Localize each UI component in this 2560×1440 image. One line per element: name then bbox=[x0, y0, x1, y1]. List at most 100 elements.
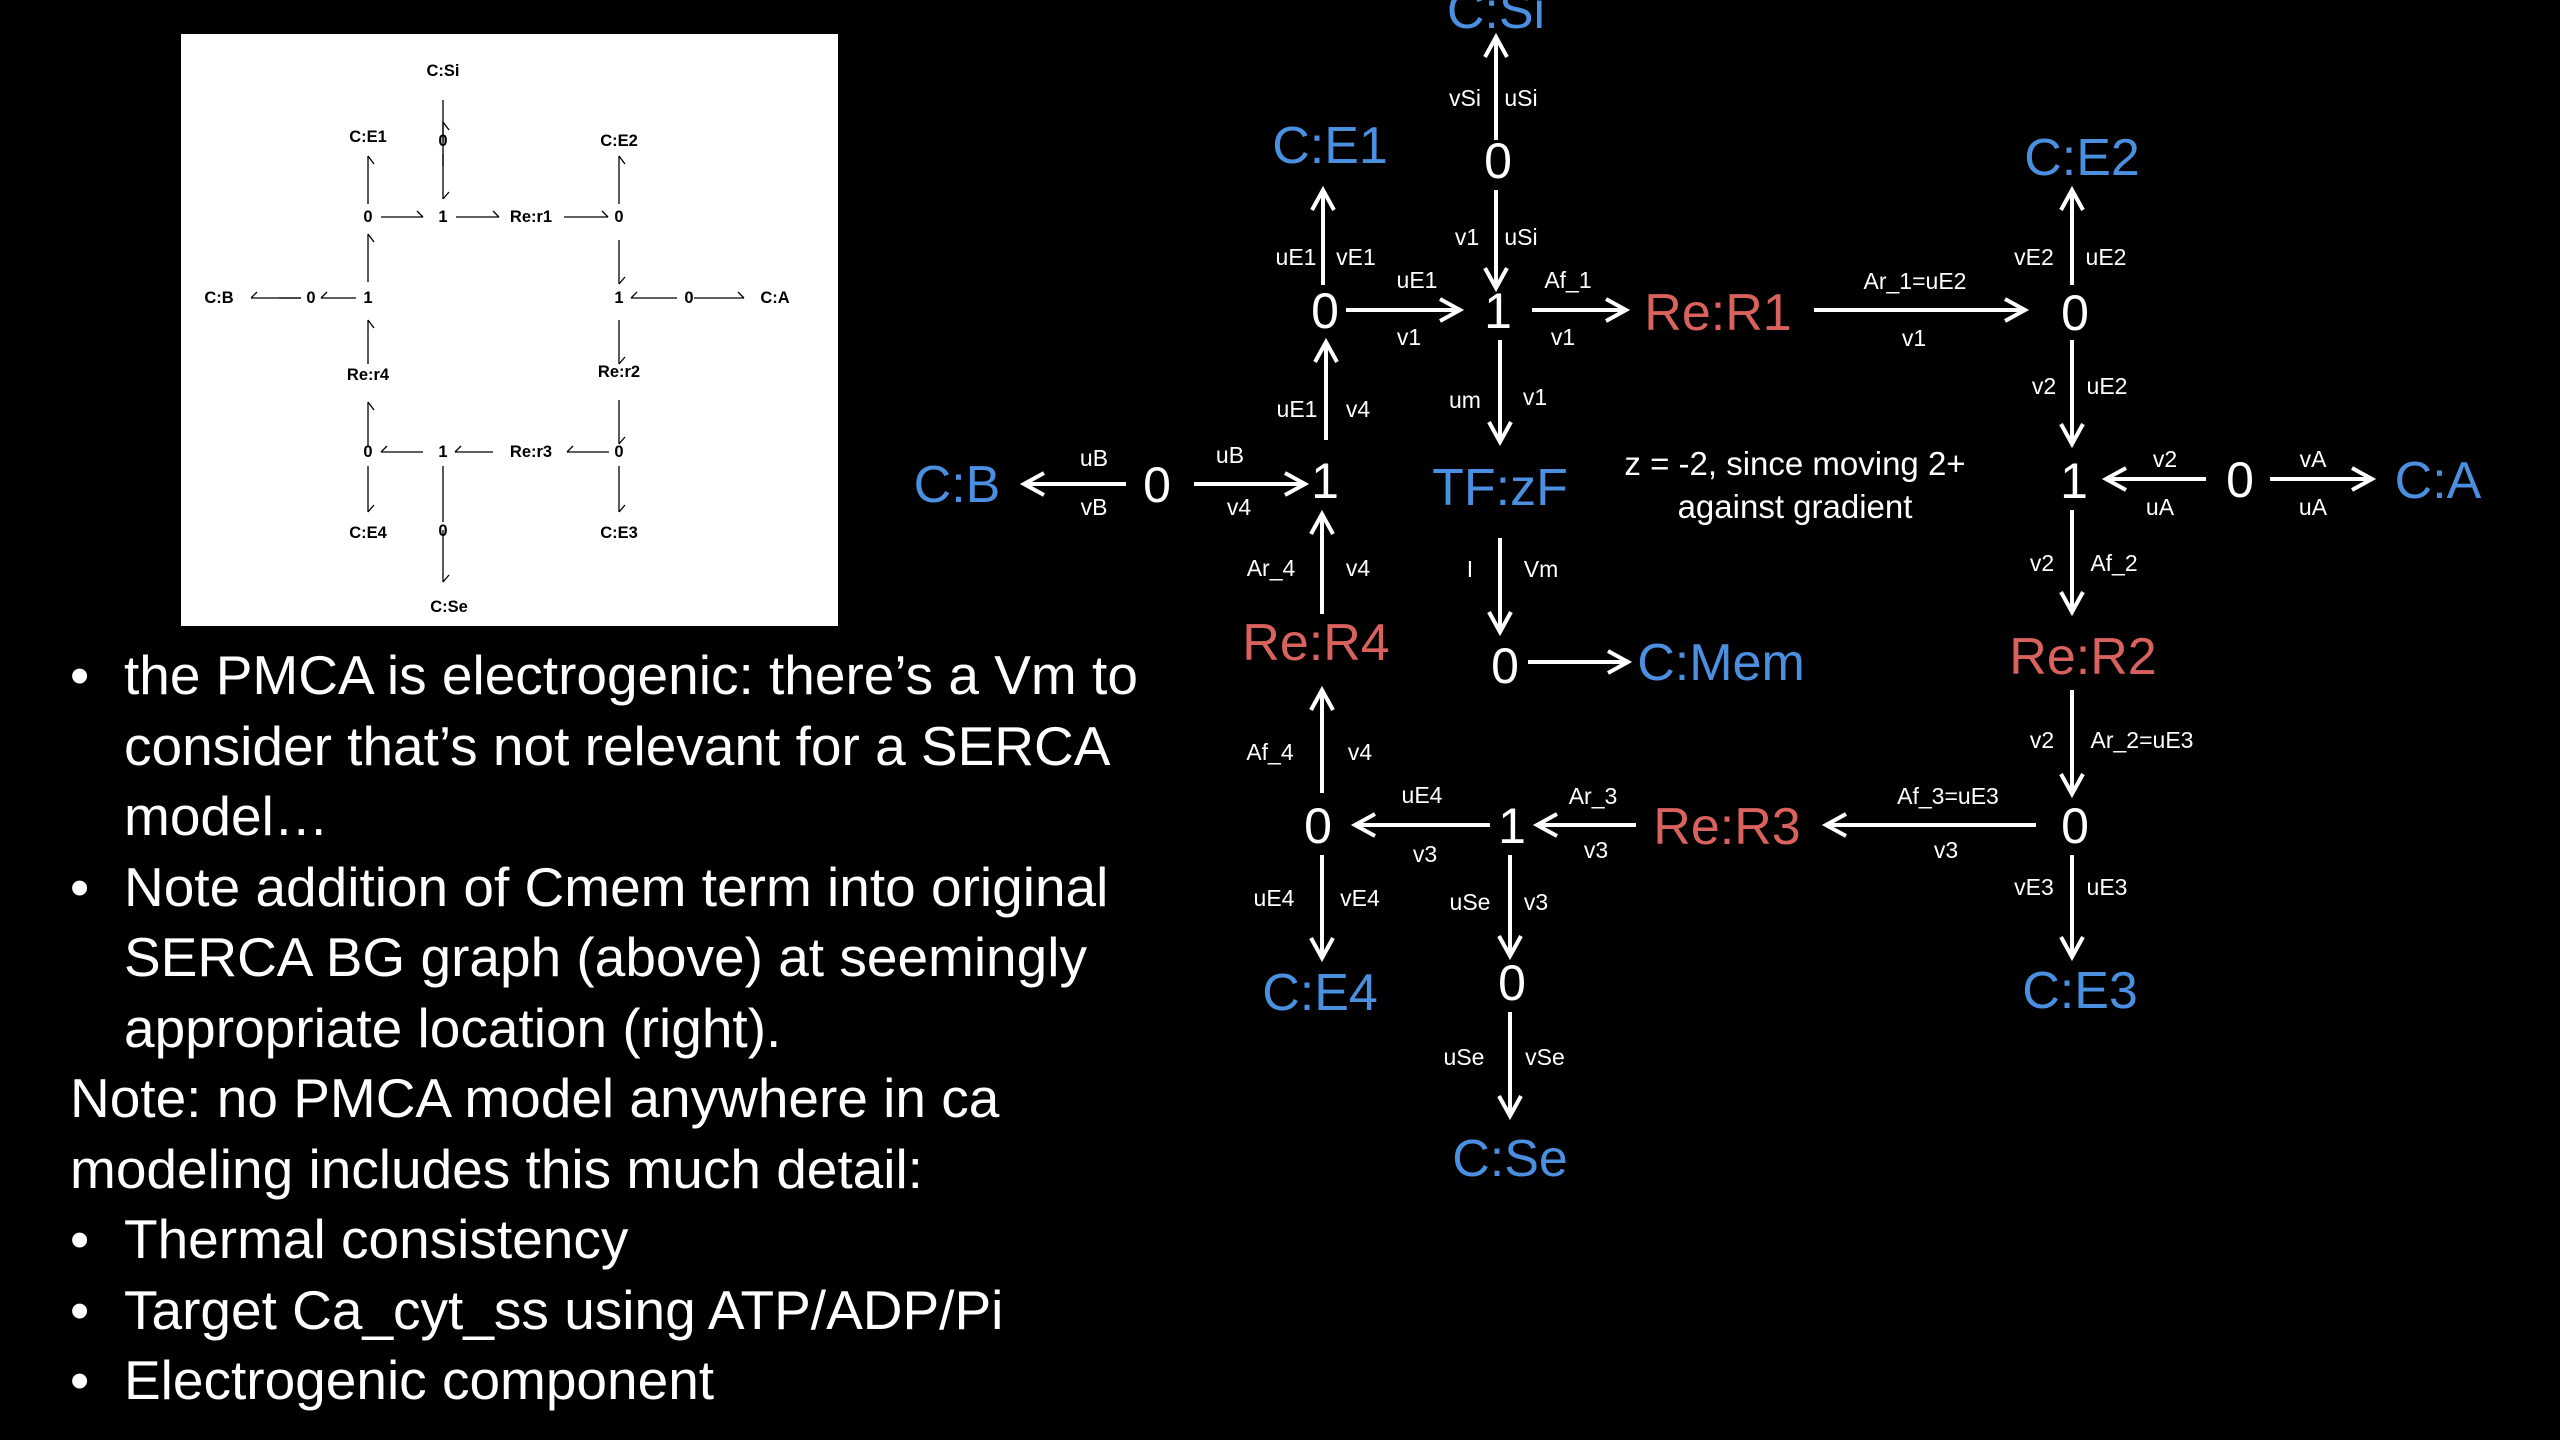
inset-junction-1-top: 1 bbox=[438, 208, 447, 226]
inset-label-cb: C:B bbox=[204, 289, 233, 307]
node-rer2: Re:R2 bbox=[2009, 628, 2156, 686]
bullet2-line1: •Note addition of Cmem term into origina… bbox=[70, 852, 1240, 923]
bullet-marker: • bbox=[70, 644, 90, 706]
node-ce2: C:E2 bbox=[2024, 129, 2140, 187]
inset-label-ce2: C:E2 bbox=[600, 132, 638, 150]
label-af3: Af_3=uE3 bbox=[1897, 783, 1999, 809]
notes-text: •the PMCA is electrogenic: there’s a Vm … bbox=[70, 640, 1240, 1416]
label-vse: vSe bbox=[1525, 1044, 1565, 1070]
label-ub-b: uB bbox=[1216, 442, 1244, 468]
inset-junction-0-e3: 0 bbox=[614, 443, 623, 461]
inset-junction-0-b: 0 bbox=[306, 289, 315, 307]
label-use-b: uSe bbox=[1444, 1044, 1485, 1070]
label-um: um bbox=[1449, 387, 1481, 413]
bullet1-line1: •the PMCA is electrogenic: there’s a Vm … bbox=[70, 640, 1240, 711]
label-ve1: vE1 bbox=[1336, 244, 1376, 270]
inset-label-rer1: Re:r1 bbox=[510, 208, 552, 226]
node-cmem: C:Mem bbox=[1637, 634, 1805, 692]
junction-nodes: 0 0 1 0 0 1 0 1 0 0 1 0 0 bbox=[1143, 133, 2254, 1011]
bullet2-line3: appropriate location (right). bbox=[124, 996, 782, 1059]
bullet-marker: • bbox=[70, 1208, 90, 1270]
list-item-target: •Target Ca_cyt_ss using ATP/ADP/Pi bbox=[70, 1275, 1240, 1346]
label-ue2-b: uE2 bbox=[2087, 373, 2128, 399]
bond-labels: vSi uSi v1 uSi uE1 vE1 uE1 v1 Af_1 v1 Ar… bbox=[1080, 85, 2328, 1070]
label-ue1-b: uE1 bbox=[1397, 267, 1438, 293]
label-v3-b: v3 bbox=[1584, 837, 1608, 863]
junction-0-si: 0 bbox=[1484, 133, 1512, 189]
inset-graph-svg: C:Si C:E1 0 C:E2 0 1 Re:r1 0 C:B 0 1 1 0… bbox=[204, 62, 789, 616]
label-ue3: uE3 bbox=[2087, 874, 2128, 900]
label-v2-a: v2 bbox=[2032, 373, 2056, 399]
label-ub-a: uB bbox=[1080, 445, 1108, 471]
junction-1-bottom: 1 bbox=[1498, 798, 1526, 854]
reaction-nodes: Re:R1 Re:R2 Re:R3 Re:R4 bbox=[1242, 284, 2156, 856]
label-v4-a: v4 bbox=[1346, 396, 1371, 422]
inset-label-csi: C:Si bbox=[427, 62, 460, 80]
inset-label-rer4: Re:r4 bbox=[347, 366, 390, 384]
junction-0-e2: 0 bbox=[2061, 285, 2089, 341]
label-ve2: vE2 bbox=[2014, 244, 2054, 270]
label-v1-b: v1 bbox=[1397, 324, 1421, 350]
inset-junction-0-e4: 0 bbox=[363, 443, 372, 461]
label-v1-d: v1 bbox=[1902, 325, 1926, 351]
label-vb: vB bbox=[1081, 494, 1108, 520]
inset-junction-0-si: 0 bbox=[438, 132, 447, 150]
label-v3-c: v3 bbox=[1934, 837, 1958, 863]
inset-junction-1-right: 1 bbox=[614, 289, 623, 307]
label-ue4-b: uE4 bbox=[1254, 885, 1295, 911]
label-vsi: vSi bbox=[1449, 85, 1481, 111]
junction-1-right: 1 bbox=[2060, 453, 2088, 509]
note-line1: Note: no PMCA model anywhere in ca bbox=[70, 1067, 1000, 1129]
node-rer3: Re:R3 bbox=[1653, 798, 1800, 856]
label-ua-b: uA bbox=[2299, 494, 2328, 520]
inset-junction-0-a: 0 bbox=[684, 289, 693, 307]
inset-label-ca: C:A bbox=[760, 289, 789, 307]
label-usi-top: uSi bbox=[1504, 85, 1537, 111]
inset-label-ce4: C:E4 bbox=[349, 524, 387, 542]
node-ca: C:A bbox=[2395, 452, 2482, 510]
node-rer1: Re:R1 bbox=[1644, 284, 1791, 342]
label-v3-a: v3 bbox=[1413, 841, 1437, 867]
node-cb: C:B bbox=[914, 456, 1001, 514]
inset-label-ce3: C:E3 bbox=[600, 524, 638, 542]
label-v1-c: v1 bbox=[1551, 324, 1575, 350]
label-ar3: Ar_3 bbox=[1569, 783, 1618, 809]
label-af4: Af_4 bbox=[1246, 739, 1294, 765]
label-v2-c: v2 bbox=[2030, 550, 2054, 576]
bullet-marker: • bbox=[70, 855, 90, 918]
inset-junction-1-left: 1 bbox=[363, 289, 372, 307]
junction-1-top: 1 bbox=[1484, 283, 1512, 339]
note-line2: modeling includes this much detail: bbox=[70, 1137, 923, 1200]
bullet-marker: • bbox=[70, 1349, 90, 1411]
node-tf-zf: TF:zF bbox=[1432, 459, 1568, 517]
label-v1-e: v1 bbox=[1523, 384, 1547, 410]
capacitor-nodes: C:Si C:E1 C:E2 C:B C:A C:Mem C:E4 C:E3 C… bbox=[914, 0, 2482, 1188]
inset-label-ce1: C:E1 bbox=[349, 128, 387, 146]
annotation-line2: against gradient bbox=[1678, 488, 1913, 525]
inset-junction-0-se: 0 bbox=[438, 522, 447, 540]
junction-1-left: 1 bbox=[1311, 453, 1339, 509]
node-cse: C:Se bbox=[1452, 1130, 1568, 1188]
bullet1-line3: model… bbox=[124, 785, 329, 847]
inset-junction-0-e1: 0 bbox=[363, 208, 372, 226]
label-v3-d: v3 bbox=[1524, 889, 1548, 915]
label-v2-d: v2 bbox=[2030, 727, 2054, 753]
label-ua-a: uA bbox=[2146, 494, 2175, 520]
bullet2-line2: SERCA BG graph (above) at seemingly bbox=[124, 926, 1087, 988]
junction-0-e1: 0 bbox=[1311, 283, 1339, 339]
label-ue1-c: uE1 bbox=[1277, 396, 1318, 422]
bonds bbox=[1019, 32, 2377, 1121]
inset-bonds bbox=[250, 100, 745, 583]
junction-0-mem: 0 bbox=[1491, 638, 1519, 694]
list-item-electrogenic: •Electrogenic component bbox=[70, 1345, 1240, 1416]
bullet-marker: • bbox=[70, 1278, 90, 1341]
label-v4-d: v4 bbox=[1348, 739, 1373, 765]
junction-0-e4: 0 bbox=[1304, 798, 1332, 854]
label-va: vA bbox=[2300, 446, 2328, 472]
inset-junction-0-e2: 0 bbox=[614, 208, 623, 226]
node-ce4: C:E4 bbox=[1262, 964, 1378, 1022]
junction-0-a: 0 bbox=[2226, 452, 2254, 508]
annotation-line1: z = -2, since moving 2+ bbox=[1624, 445, 1965, 482]
